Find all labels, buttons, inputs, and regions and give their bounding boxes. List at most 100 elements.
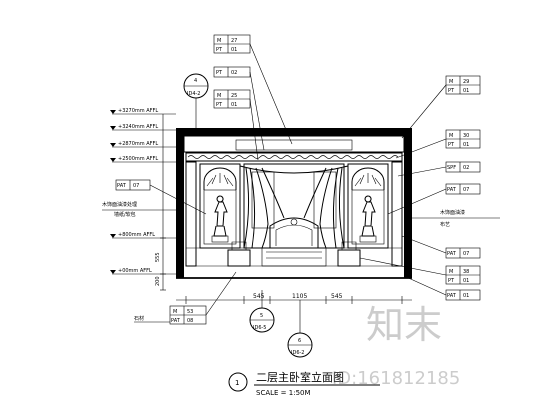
marker-ref: ID4-2 xyxy=(187,91,201,97)
tag-m53: M 53 PAT 08 xyxy=(169,271,237,325)
tag-label: PAT xyxy=(117,183,127,189)
tag-m25: M 25 PT 01 xyxy=(213,89,259,161)
bottom-left-note: 石材 xyxy=(134,315,144,322)
tag-label: PT xyxy=(448,88,455,94)
tag-label: PAT xyxy=(447,251,457,257)
tag-label: SPF xyxy=(447,165,456,171)
scale-text: SCALE = 1:50M xyxy=(256,389,311,397)
side-tables xyxy=(227,241,361,267)
tag-value: 30 xyxy=(463,133,469,139)
marker-ref: ID6-2 xyxy=(291,350,305,356)
dim-545-right: 545 xyxy=(331,293,343,300)
wall-outline xyxy=(176,128,412,279)
top-tags: M 27 PT 01 PT 02 M 25 PT 01 xyxy=(213,34,293,161)
tag-label: PAT xyxy=(447,187,457,193)
level-2870-label: +2870mm AFFL xyxy=(118,141,158,147)
marker-number: 4 xyxy=(194,78,197,84)
level-3270-label: +3270mm AFFL xyxy=(118,108,158,114)
tag-value: 25 xyxy=(231,93,237,99)
tag-value: 02 xyxy=(463,165,469,171)
right-wall-section xyxy=(404,128,412,278)
left-dimension: 555 200 xyxy=(155,114,166,291)
tag-value: 01 xyxy=(463,88,469,94)
tag-label: M xyxy=(449,269,453,275)
watermark-logo: 知末 xyxy=(366,303,442,347)
tag-label: PT xyxy=(216,70,223,76)
tag-label: PAT xyxy=(171,318,181,324)
tag-value: 07 xyxy=(463,187,469,193)
left-nightstand xyxy=(227,249,251,267)
level-marker: +800mm AFFL xyxy=(110,232,176,239)
title-text: 二层主卧室立面图 xyxy=(256,370,344,384)
title-block: 1 二层主卧室立面图 SCALE = 1:50M xyxy=(228,370,380,397)
tag-pat07-left: PAT 07 xyxy=(115,179,207,215)
tag-label: PT xyxy=(448,278,455,284)
tag-m30: M 30 PT 01 xyxy=(395,129,481,159)
tag-label: PAT xyxy=(447,293,457,299)
left-note-1: 木饰面油漆处理 xyxy=(102,201,137,208)
tag-label: M xyxy=(449,79,453,85)
dim-545-left: 545 xyxy=(253,293,265,300)
right-nightstand xyxy=(337,249,361,267)
tag-pat07-a: PAT 07 xyxy=(387,183,481,215)
tag-label: M xyxy=(449,133,453,139)
level-0-label: +00mm AFFL xyxy=(118,268,152,274)
cornice xyxy=(185,152,403,162)
section-marker-4: 4 ID4-2 xyxy=(183,73,209,130)
watermark-id: ID:161812185 xyxy=(332,368,460,389)
tag-pt02: PT 02 xyxy=(213,66,265,151)
tag-value: 01 xyxy=(463,142,469,148)
left-note-2: 墙纸/软包 xyxy=(114,211,136,218)
watermark: 知末 ID:161812185 xyxy=(332,303,460,389)
right-note-2: 布艺 xyxy=(440,221,450,228)
tag-spf02: SPF 02 xyxy=(397,161,481,177)
marker-ref: ID6-5 xyxy=(253,325,267,331)
section-marker-5: 5 ID6-5 xyxy=(249,290,275,333)
elevation-levels: +3270mm AFFL +3240mm AFFL +2870mm AFFL +… xyxy=(110,108,176,275)
dim-200: 200 xyxy=(155,276,161,286)
level-2500-label: +2500mm AFFL xyxy=(118,156,158,162)
ceiling-cove xyxy=(183,135,405,153)
tag-value: 01 xyxy=(231,47,237,53)
left-tags: PAT 07 木饰面油漆处理 墙纸/软包 M 53 PAT 08 石材 xyxy=(102,179,237,325)
dim-555: 555 xyxy=(155,252,161,262)
left-wall-section xyxy=(176,128,184,278)
right-note-1: 木饰面油漆 xyxy=(440,209,465,216)
tag-value: 38 xyxy=(463,269,469,275)
title-number-circle xyxy=(228,372,248,392)
dim-1105: 1105 xyxy=(292,293,307,300)
tag-value: 07 xyxy=(463,251,469,257)
tag-value: 08 xyxy=(187,318,193,324)
tag-label: M xyxy=(217,38,221,44)
tag-value: 29 xyxy=(463,79,469,85)
tag-label: M xyxy=(173,309,177,315)
tag-value: 01 xyxy=(463,278,469,284)
level-marker: +2870mm AFFL xyxy=(110,141,176,148)
tag-value: 27 xyxy=(231,38,237,44)
section-markers: 4 ID4-2 5 ID6-5 6 ID6-2 xyxy=(183,73,313,358)
tag-label: PT xyxy=(216,47,223,53)
tag-label: PT xyxy=(216,102,223,108)
marker-number: 6 xyxy=(298,338,301,344)
level-800-label: +800mm AFFL xyxy=(118,232,155,238)
tag-m27: M 27 PT 01 xyxy=(213,34,293,145)
bottom-dimensions: 545 1105 545 xyxy=(176,293,412,304)
cornice-ornaments xyxy=(187,155,399,159)
tag-pat07-b: PAT 07 xyxy=(401,235,481,259)
tag-label: M xyxy=(217,93,221,99)
tag-value: 01 xyxy=(231,102,237,108)
tag-m38: M 38 PT 01 xyxy=(359,257,481,285)
right-niche xyxy=(347,161,403,267)
left-niche xyxy=(185,161,241,267)
marker-number: 5 xyxy=(260,313,263,319)
tag-label: PT xyxy=(448,142,455,148)
level-3240-label: +3240mm AFFL xyxy=(118,124,158,130)
center-bed-wall xyxy=(239,163,349,267)
tag-m29: M 29 PT 01 xyxy=(401,75,481,139)
tag-value: 01 xyxy=(463,293,469,299)
level-marker: +2500mm AFFL xyxy=(110,156,176,163)
tag-value: 07 xyxy=(133,183,139,189)
section-marker-6: 6 ID6-2 xyxy=(287,300,313,358)
tag-value: 53 xyxy=(187,309,193,315)
